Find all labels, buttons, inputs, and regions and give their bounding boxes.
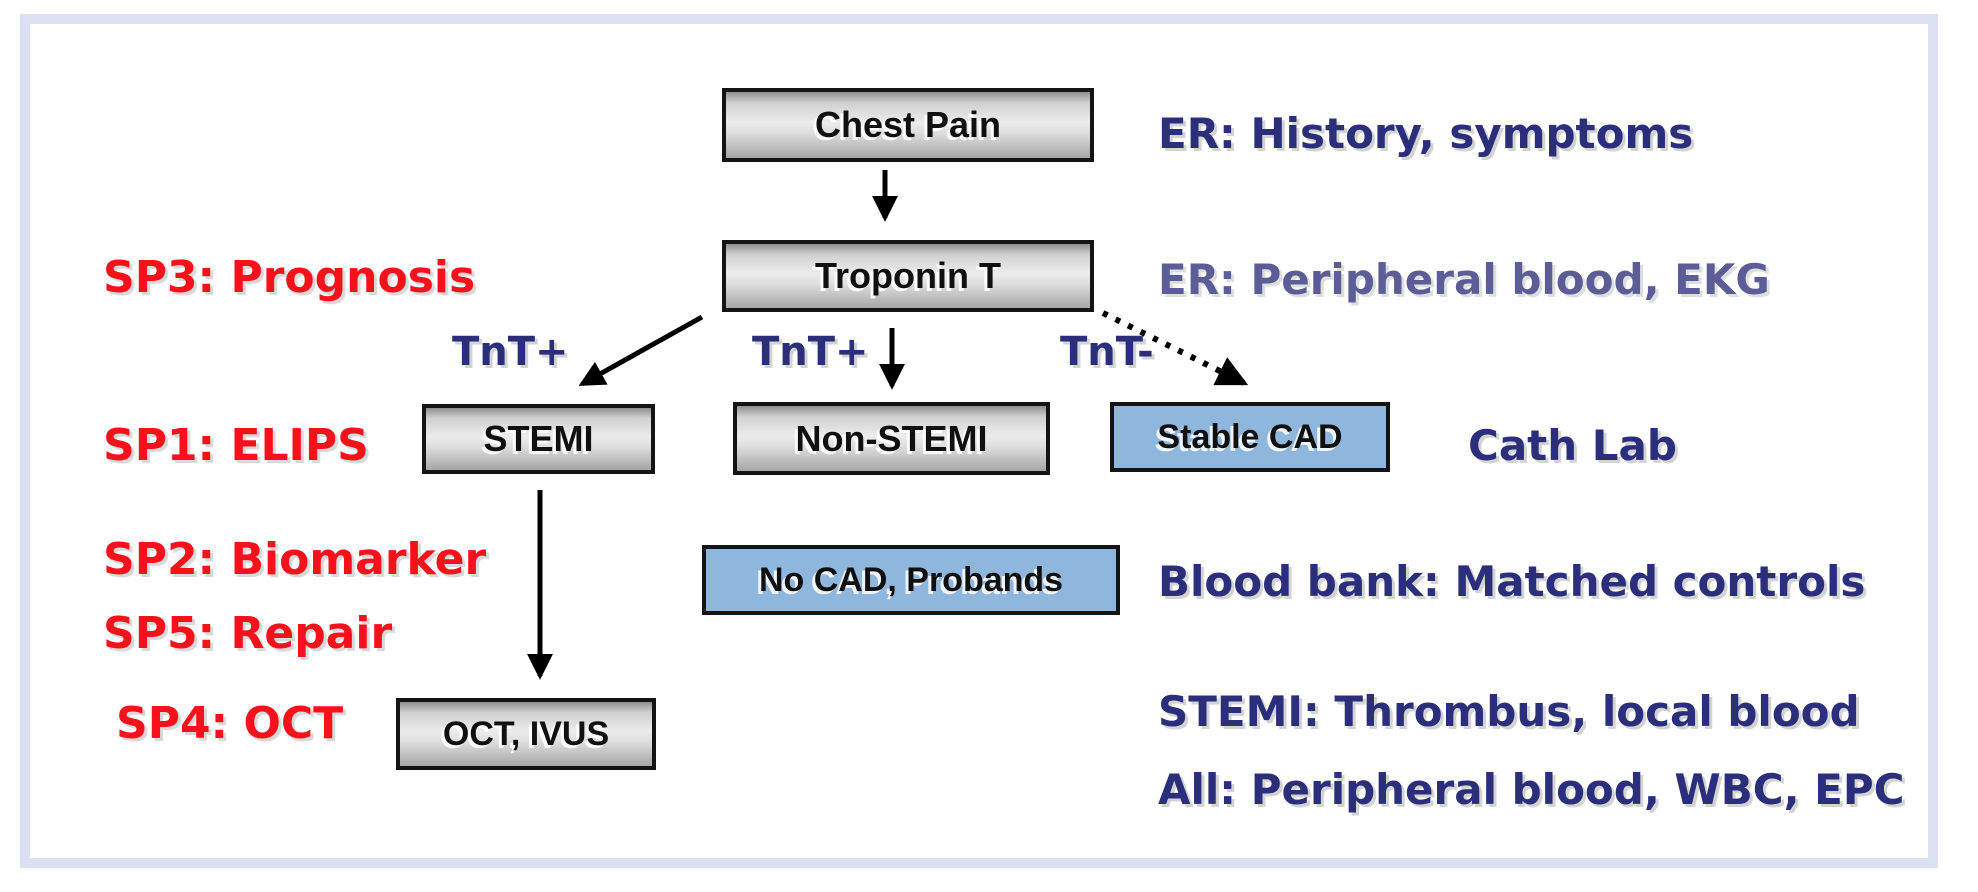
label-sp2-biomarker: SP2: Biomarker: [103, 534, 487, 585]
label-sp1-elips: SP1: ELIPS: [103, 420, 369, 471]
label-tnt-positive-left: TnT+: [452, 329, 569, 375]
node-stable-cad-label: Stable CAD: [1157, 417, 1343, 456]
label-cath-lab: Cath Lab: [1468, 421, 1677, 470]
label-er-peripheral: ER: Peripheral blood, EKG: [1158, 255, 1770, 304]
label-blood-bank: Blood bank: Matched controls: [1158, 557, 1866, 606]
node-no-cad-probands: No CAD, Probands: [702, 545, 1120, 615]
label-tnt-positive-mid: TnT+: [752, 329, 869, 375]
label-stemi-thrombus: STEMI: Thrombus, local blood: [1158, 687, 1860, 736]
node-oct-ivus: OCT, IVUS: [396, 698, 656, 770]
node-troponin-t: Troponin T: [722, 240, 1094, 312]
node-oct-ivus-label: OCT, IVUS: [442, 714, 610, 753]
node-stemi-label: STEMI: [483, 418, 594, 459]
node-no-cad-probands-label: No CAD, Probands: [758, 560, 1064, 599]
node-stable-cad: Stable CAD: [1110, 402, 1390, 472]
label-all-peripheral: All: Peripheral blood, WBC, EPC: [1158, 765, 1905, 814]
label-sp5-repair: SP5: Repair: [103, 608, 393, 659]
node-chest-pain: Chest Pain: [722, 88, 1094, 162]
node-stemi: STEMI: [422, 404, 655, 474]
label-sp4-oct: SP4: OCT: [116, 698, 344, 749]
node-troponin-t-label: Troponin T: [815, 255, 1001, 296]
label-sp3-prognosis: SP3: Prognosis: [103, 252, 476, 303]
label-er-history: ER: History, symptoms: [1158, 109, 1694, 158]
label-tnt-negative: TnT-: [1060, 329, 1154, 375]
node-non-stemi: Non-STEMI: [733, 402, 1050, 475]
node-non-stemi-label: Non-STEMI: [795, 417, 988, 459]
node-chest-pain-label: Chest Pain: [814, 104, 1002, 145]
